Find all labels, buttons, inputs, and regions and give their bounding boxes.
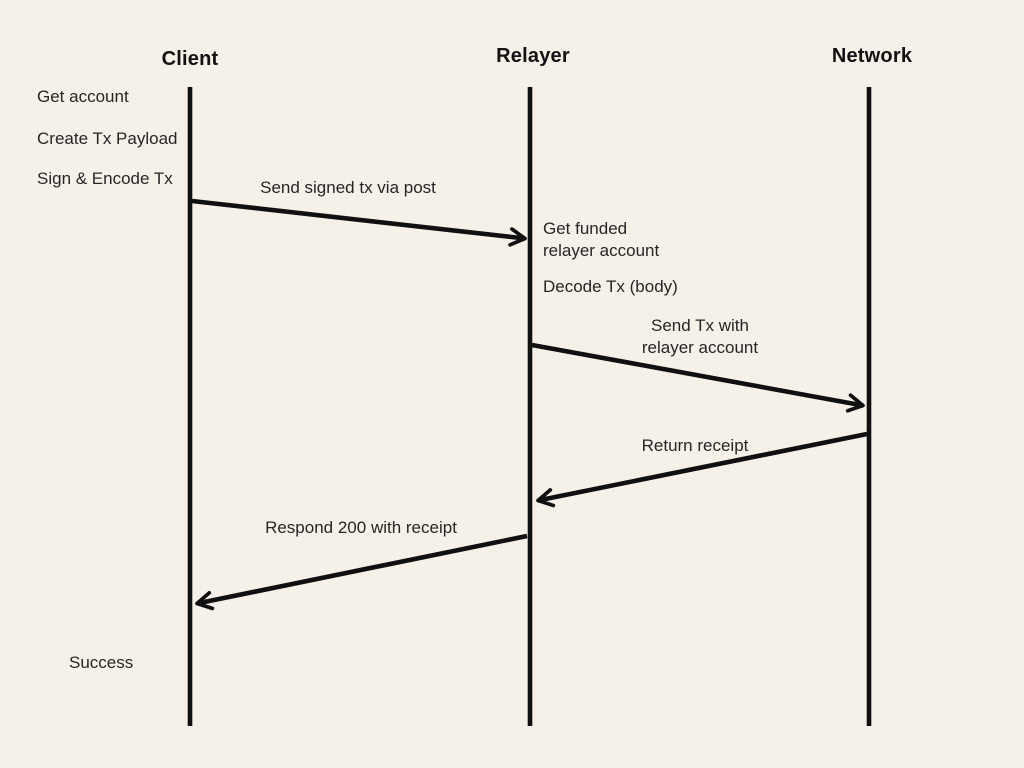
relayer-note-decode-tx: Decode Tx (body) (543, 277, 678, 296)
message-label-send-tx-with-relayer-account: Send Tx with relayer account (641, 316, 759, 357)
client-note-create-tx-payload: Create Tx Payload (37, 129, 178, 148)
message-arrow-respond-200 (195, 533, 528, 611)
message-label-respond-200: Respond 200 with receipt (265, 518, 457, 537)
message-arrow-send-signed-tx (191, 198, 527, 247)
actor-title-network: Network (831, 45, 913, 67)
message-arrow-return-receipt (536, 431, 868, 508)
message-label-return-receipt: Return receipt (641, 436, 749, 455)
message-label-send-signed-tx: Send signed tx via post (260, 178, 436, 197)
client-note-get-account: Get account (37, 87, 129, 106)
client-note-sign-encode-tx: Sign & Encode Tx (37, 169, 173, 188)
relayer-note-get-funded-account: Get funded relayer account (543, 219, 660, 260)
message-arrow-send-tx-with-relayer-account (531, 342, 865, 413)
final-status-success: Success (69, 653, 134, 672)
actor-title-relayer: Relayer (496, 45, 570, 67)
actor-title-client: Client (161, 48, 219, 70)
